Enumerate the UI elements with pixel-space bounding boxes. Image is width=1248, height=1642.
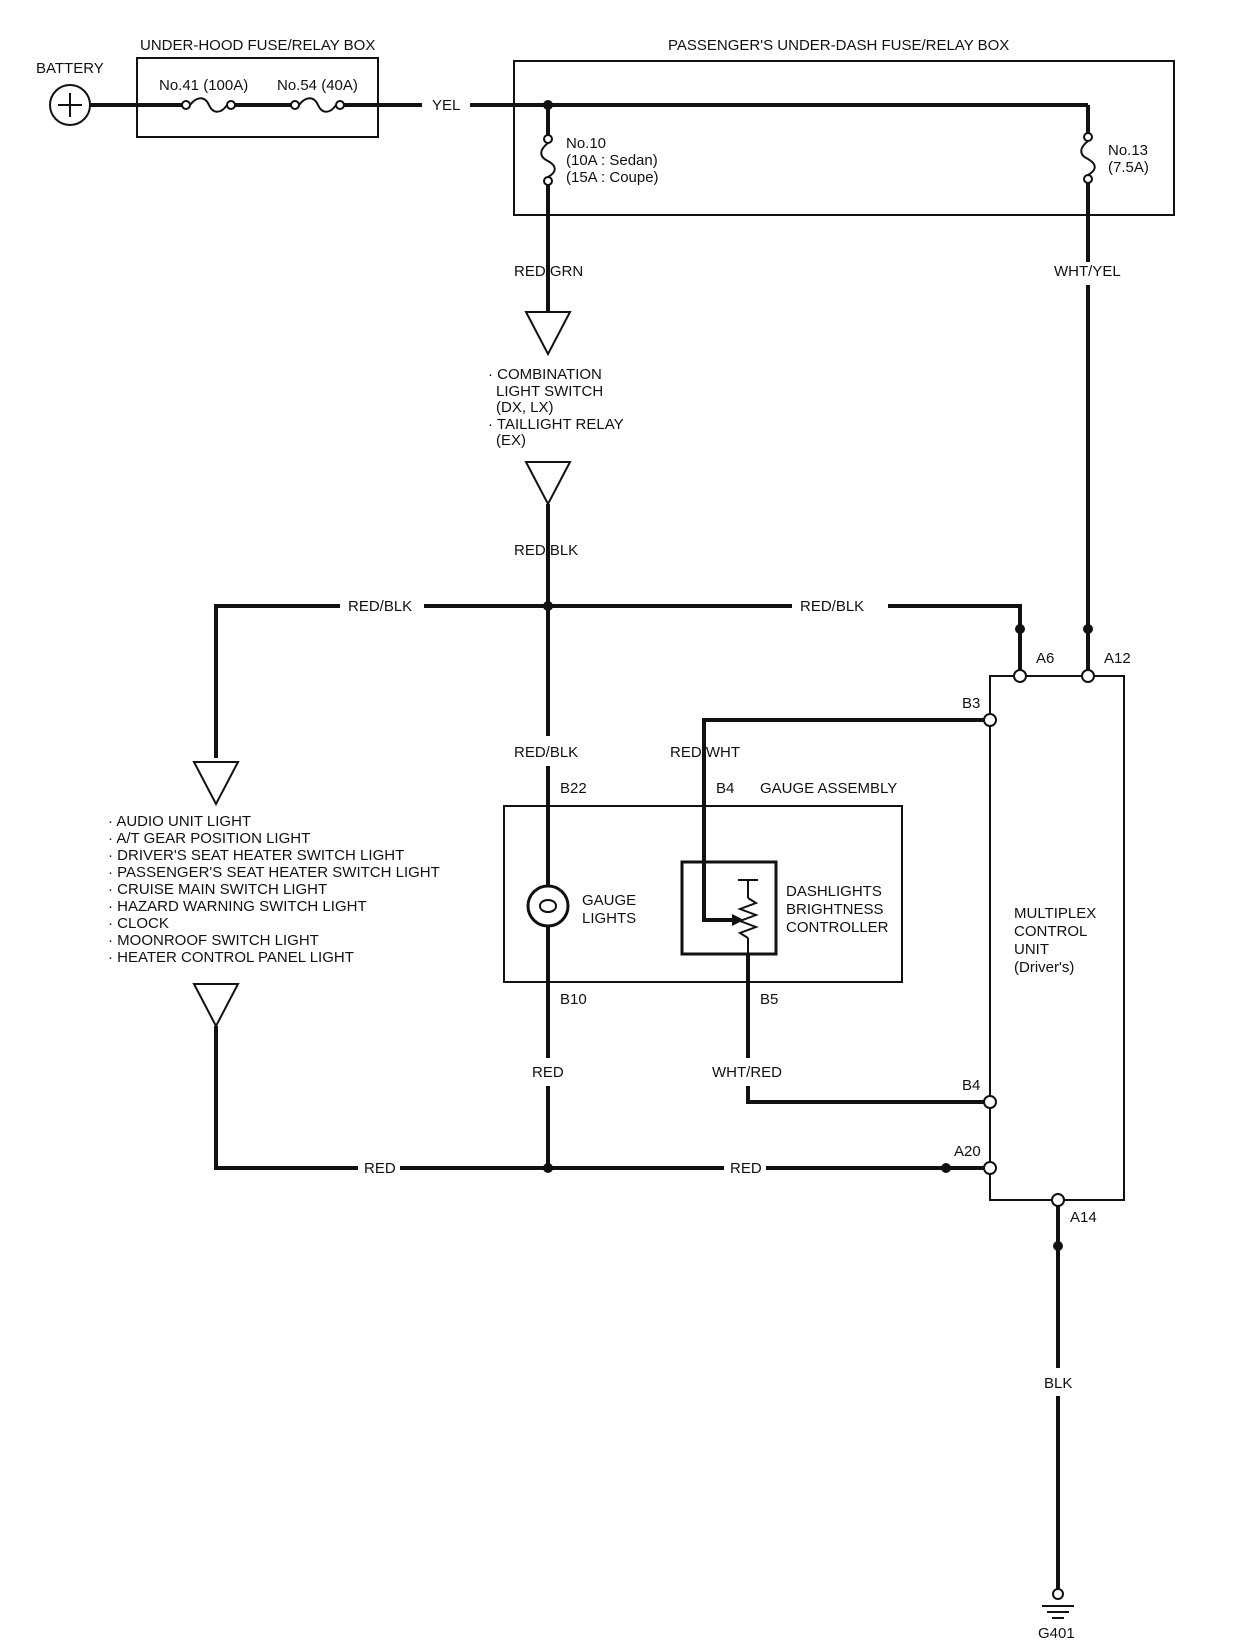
wire-label-red-wht: RED/WHT bbox=[670, 744, 740, 761]
underhood-box-title: UNDER-HOOD FUSE/RELAY BOX bbox=[140, 37, 375, 54]
combination-label-4: · TAILLIGHT RELAY bbox=[488, 416, 624, 433]
battery: BATTERY bbox=[36, 60, 104, 126]
wire-label-wht-red: WHT/RED bbox=[712, 1064, 782, 1081]
combination-label-2: LIGHT SWITCH bbox=[496, 383, 603, 400]
pin-b4 bbox=[983, 1095, 997, 1109]
fuse-13-label-1: No.13 bbox=[1108, 142, 1148, 159]
combination-label-5: (EX) bbox=[496, 432, 526, 449]
gauge-lights-label-1: GAUGE bbox=[582, 892, 636, 909]
junction-a20 bbox=[941, 1163, 951, 1173]
fuse-10 bbox=[540, 134, 556, 186]
ground-symbol bbox=[1042, 1588, 1074, 1619]
fuse-10-label-2: (10A : Sedan) bbox=[566, 152, 658, 169]
passenger-fuse-box: PASSENGER'S UNDER-DASH FUSE/RELAY BOX bbox=[513, 37, 1175, 216]
pin-a20 bbox=[983, 1161, 997, 1175]
passenger-box-title: PASSENGER'S UNDER-DASH FUSE/RELAY BOX bbox=[668, 37, 1009, 54]
wire-label-red-grn: RED/GRN bbox=[514, 263, 583, 280]
dash-controller-label-3: CONTROLLER bbox=[786, 919, 889, 936]
load-4: · PASSENGER'S SEAT HEATER SWITCH LIGHT bbox=[108, 864, 440, 881]
load-9: · HEATER CONTROL PANEL LIGHT bbox=[108, 949, 354, 966]
junction-a14 bbox=[1053, 1241, 1063, 1251]
load-7: · CLOCK bbox=[108, 915, 169, 932]
gauge-lights-bulb bbox=[526, 884, 570, 928]
junction-a12 bbox=[1083, 624, 1093, 634]
load-6: · HAZARD WARNING SWITCH LIGHT bbox=[108, 898, 367, 915]
mcu-label-4: (Driver's) bbox=[1014, 959, 1074, 976]
terminal-a12: A12 bbox=[1104, 650, 1131, 667]
terminal-a6: A6 bbox=[1036, 650, 1054, 667]
wire-label-red-gauge: RED bbox=[532, 1064, 564, 1081]
multiplex-control-unit bbox=[983, 669, 1125, 1207]
terminal-b10: B10 bbox=[560, 991, 587, 1008]
terminal-a20: A20 bbox=[954, 1143, 981, 1160]
load-2: · A/T GEAR POSITION LIGHT bbox=[108, 830, 310, 847]
load-8: · MOONROOF SWITCH LIGHT bbox=[108, 932, 319, 949]
terminal-b3: B3 bbox=[962, 695, 980, 712]
combination-label-1: · COMBINATION bbox=[488, 366, 602, 383]
pin-a14 bbox=[1051, 1193, 1065, 1207]
loads-out-arrow bbox=[192, 983, 240, 1029]
wire-label-red-blk-right: RED/BLK bbox=[800, 598, 864, 615]
wire-label-red-blk-gauge: RED/BLK bbox=[514, 744, 578, 761]
pin-a12 bbox=[1081, 669, 1095, 683]
load-5: · CRUISE MAIN SWITCH LIGHT bbox=[108, 881, 327, 898]
fuse-54 bbox=[290, 97, 345, 113]
fuse-41 bbox=[181, 97, 236, 113]
wire-label-red-right: RED bbox=[730, 1160, 762, 1177]
wire-label-yel: YEL bbox=[432, 97, 460, 114]
junction-a6 bbox=[1015, 624, 1025, 634]
wire-label-red-blk-top: RED/BLK bbox=[514, 542, 578, 559]
combination-switch-in-arrow bbox=[524, 311, 572, 357]
dash-controller-label-1: DASHLIGHTS bbox=[786, 883, 882, 900]
ground-label: G401 bbox=[1038, 1625, 1075, 1642]
underhood-fuse-box: UNDER-HOOD FUSE/RELAY BOX No.41 (100A) N… bbox=[136, 37, 379, 138]
pin-b3 bbox=[983, 713, 997, 727]
wire-label-wht-yel: WHT/YEL bbox=[1054, 263, 1121, 280]
fuse-10-label-3: (15A : Coupe) bbox=[566, 169, 659, 186]
wire-label-red-blk-left: RED/BLK bbox=[348, 598, 412, 615]
terminal-b4-gauge: B4 bbox=[716, 780, 734, 797]
terminal-b22: B22 bbox=[560, 780, 587, 797]
gauge-assembly-title: GAUGE ASSEMBLY bbox=[760, 780, 897, 797]
wire-label-blk: BLK bbox=[1044, 1375, 1072, 1392]
terminal-a14: A14 bbox=[1070, 1209, 1097, 1226]
fuse-13-label-2: (7.5A) bbox=[1108, 159, 1149, 176]
pin-a6 bbox=[1013, 669, 1027, 683]
wire-label-red-left: RED bbox=[364, 1160, 396, 1177]
fuse-10-label-1: No.10 bbox=[566, 135, 606, 152]
loads-in-arrow bbox=[192, 761, 240, 807]
combination-label-3: (DX, LX) bbox=[496, 399, 554, 416]
mcu-label-3: UNIT bbox=[1014, 941, 1049, 958]
battery-label: BATTERY bbox=[36, 60, 104, 77]
terminal-b5: B5 bbox=[760, 991, 778, 1008]
dashlights-controller bbox=[680, 724, 778, 956]
dash-controller-label-2: BRIGHTNESS bbox=[786, 901, 884, 918]
fuse-41-label: No.41 (100A) bbox=[159, 77, 248, 94]
mcu-label-1: MULTIPLEX bbox=[1014, 905, 1096, 922]
load-3: · DRIVER'S SEAT HEATER SWITCH LIGHT bbox=[108, 847, 404, 864]
gauge-lights-label-2: LIGHTS bbox=[582, 910, 636, 927]
combination-switch-out-arrow bbox=[524, 461, 572, 507]
fuse-54-label: No.54 (40A) bbox=[277, 77, 358, 94]
load-1: · AUDIO UNIT LIGHT bbox=[108, 813, 251, 830]
mcu-label-2: CONTROL bbox=[1014, 923, 1087, 940]
fuse-13 bbox=[1080, 132, 1096, 184]
terminal-b4-mcu: B4 bbox=[962, 1077, 980, 1094]
